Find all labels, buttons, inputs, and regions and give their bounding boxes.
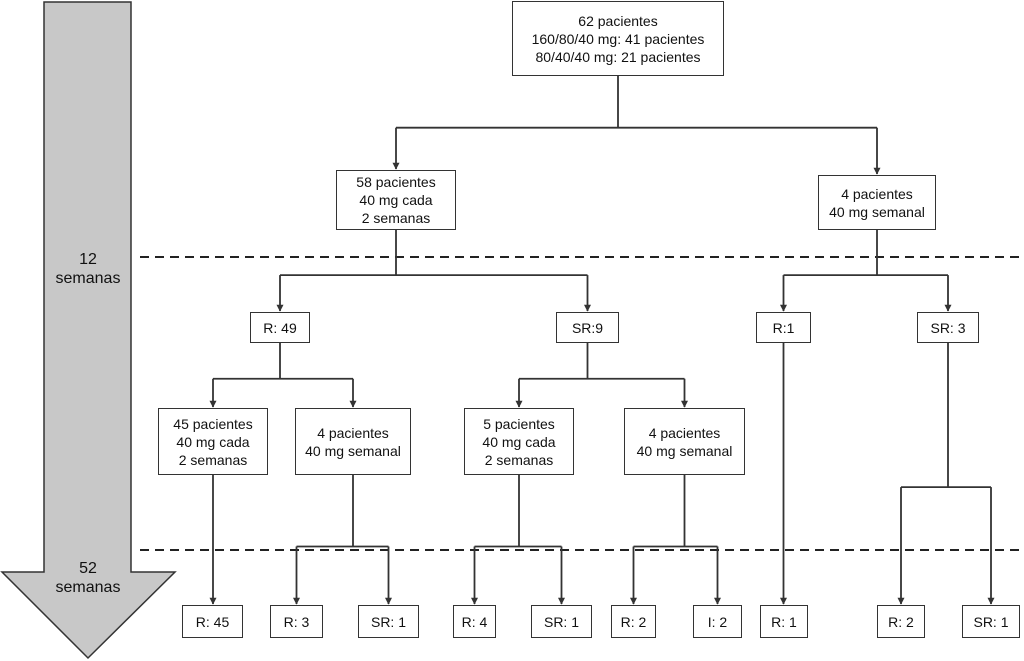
connector-trunk bbox=[280, 230, 588, 276]
node-line: 62 pacientes bbox=[578, 12, 658, 29]
node-line: 40 mg semanal bbox=[305, 442, 401, 459]
node-5-pacientes: 5 pacientes 40 mg cada 2 semanas bbox=[464, 408, 574, 475]
label-52-semanas: 52 semanas bbox=[28, 559, 148, 597]
node-outcome-r-2: R: 2 bbox=[877, 605, 925, 638]
connector-trunk bbox=[396, 76, 877, 129]
node-line: SR:9 bbox=[571, 319, 604, 336]
node-outcome-sr-1: SR: 1 bbox=[358, 605, 419, 638]
node-line: 5 pacientes bbox=[483, 415, 555, 432]
node-root: 62 pacientes 160/80/40 mg: 41 pacientes … bbox=[512, 1, 724, 76]
node-line: R: 4 bbox=[461, 613, 488, 630]
node-outcome-r-4: R: 4 bbox=[453, 605, 496, 638]
node-line: SR: 3 bbox=[930, 319, 966, 336]
node-r-49: R: 49 bbox=[250, 312, 310, 343]
node-line: 160/80/40 mg: 41 pacientes bbox=[531, 30, 705, 47]
node-sr-9: SR:9 bbox=[556, 312, 619, 343]
node-line: R: 2 bbox=[620, 613, 647, 630]
connector-trunk bbox=[901, 343, 991, 488]
node-line: 40 mg cada bbox=[176, 433, 250, 450]
node-4-pacientes-r: 4 pacientes 40 mg semanal bbox=[295, 408, 411, 475]
node-outcome-sr-1: SR: 1 bbox=[531, 605, 592, 638]
node-line: I: 2 bbox=[707, 613, 728, 630]
node-outcome-sr-1: SR: 1 bbox=[962, 605, 1020, 638]
node-line: 40 mg cada bbox=[359, 192, 433, 208]
node-outcome-i-2: I: 2 bbox=[693, 605, 742, 638]
connector-trunk bbox=[296, 475, 389, 548]
node-line: 40 mg semanal bbox=[829, 203, 925, 220]
node-line: 2 semanas bbox=[361, 210, 431, 226]
node-line: 45 pacientes bbox=[173, 415, 253, 432]
node-outcome-r-2: R: 2 bbox=[611, 605, 656, 638]
timeline-arrow bbox=[0, 1, 177, 660]
connector-trunk bbox=[633, 475, 718, 548]
node-line: 4 pacientes bbox=[648, 424, 721, 441]
node-line: R: 45 bbox=[195, 613, 230, 630]
node-line: R: 49 bbox=[263, 319, 297, 336]
label-line: 52 bbox=[79, 560, 97, 577]
label-line: semanas bbox=[55, 270, 121, 287]
node-45-pacientes: 45 pacientes 40 mg cada 2 semanas bbox=[158, 408, 268, 475]
node-line: 40 mg semanal bbox=[636, 442, 733, 459]
node-4-pacientes-sr: 4 pacientes 40 mg semanal bbox=[624, 408, 745, 475]
node-line: SR: 1 bbox=[370, 613, 406, 630]
label-12-semanas: 12 semanas bbox=[28, 250, 148, 288]
node-line: R: 1 bbox=[771, 613, 797, 630]
node-line: SR: 1 bbox=[973, 613, 1009, 630]
node-line: 4 pacientes bbox=[317, 424, 389, 441]
node-line: SR: 1 bbox=[543, 613, 579, 630]
node-58-pacientes: 58 pacientes 40 mg cada 2 semanas bbox=[336, 170, 456, 230]
node-line: R: 2 bbox=[888, 613, 914, 630]
node-line: 80/40/40 mg: 21 pacientes bbox=[535, 48, 701, 65]
node-line: R: 3 bbox=[283, 613, 310, 630]
node-line: 40 mg cada bbox=[482, 433, 556, 450]
node-line: 2 semanas bbox=[178, 451, 248, 468]
node-4-pacientes: 4 pacientes 40 mg semanal bbox=[818, 175, 936, 230]
node-line: 4 pacientes bbox=[841, 185, 913, 202]
node-outcome-r-3: R: 3 bbox=[270, 605, 323, 638]
node-line: 2 semanas bbox=[484, 451, 554, 468]
node-line: 58 pacientes bbox=[356, 174, 436, 190]
node-r-1: R:1 bbox=[756, 312, 811, 343]
node-line: R:1 bbox=[772, 319, 795, 336]
node-outcome-r-1: R: 1 bbox=[760, 605, 808, 638]
node-sr-3: SR: 3 bbox=[917, 312, 979, 343]
connector-trunk bbox=[783, 230, 948, 276]
node-outcome-r-45: R: 45 bbox=[182, 605, 243, 638]
connector-trunk bbox=[519, 343, 685, 380]
label-line: 12 bbox=[79, 251, 97, 268]
connectors bbox=[209, 76, 995, 605]
connector-trunk bbox=[213, 343, 353, 380]
connector-trunk bbox=[474, 475, 562, 548]
label-line: semanas bbox=[55, 579, 121, 596]
